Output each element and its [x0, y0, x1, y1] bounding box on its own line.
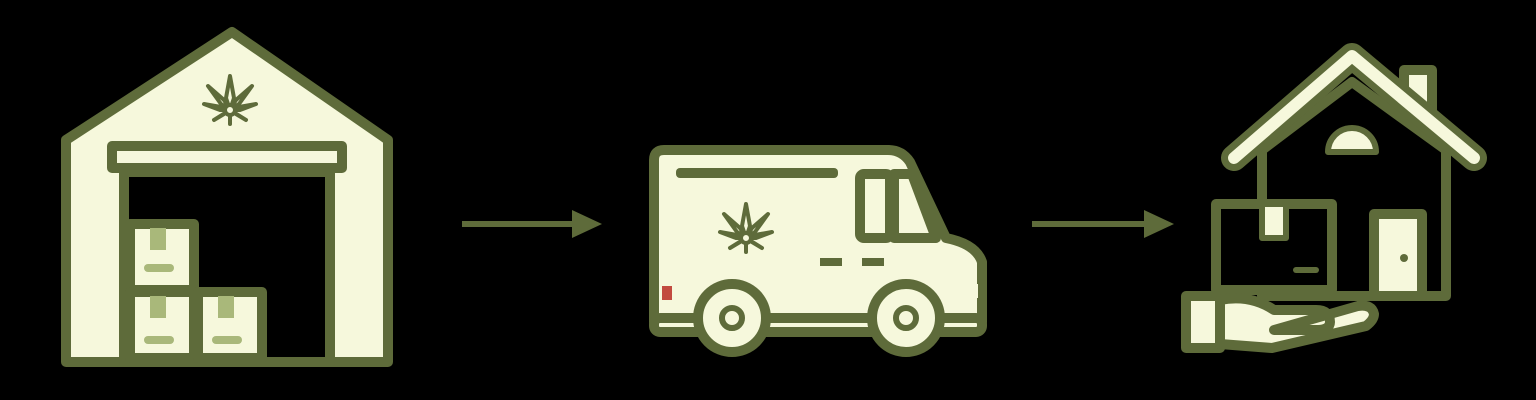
cannabis-leaf-icon: [202, 74, 258, 126]
van-wheel: [867, 279, 945, 357]
delivery-van-icon: [649, 145, 987, 357]
crate-box: [125, 219, 199, 295]
flow-arrow: [462, 210, 602, 238]
home-delivery-icon: [1181, 43, 1487, 353]
warehouse-icon: [61, 27, 393, 367]
crate-box: [193, 287, 267, 363]
crate-box: [125, 287, 199, 363]
van-wheel: [693, 279, 771, 357]
flow-arrow: [1032, 210, 1174, 238]
cannabis-leaf-icon: [718, 202, 774, 254]
